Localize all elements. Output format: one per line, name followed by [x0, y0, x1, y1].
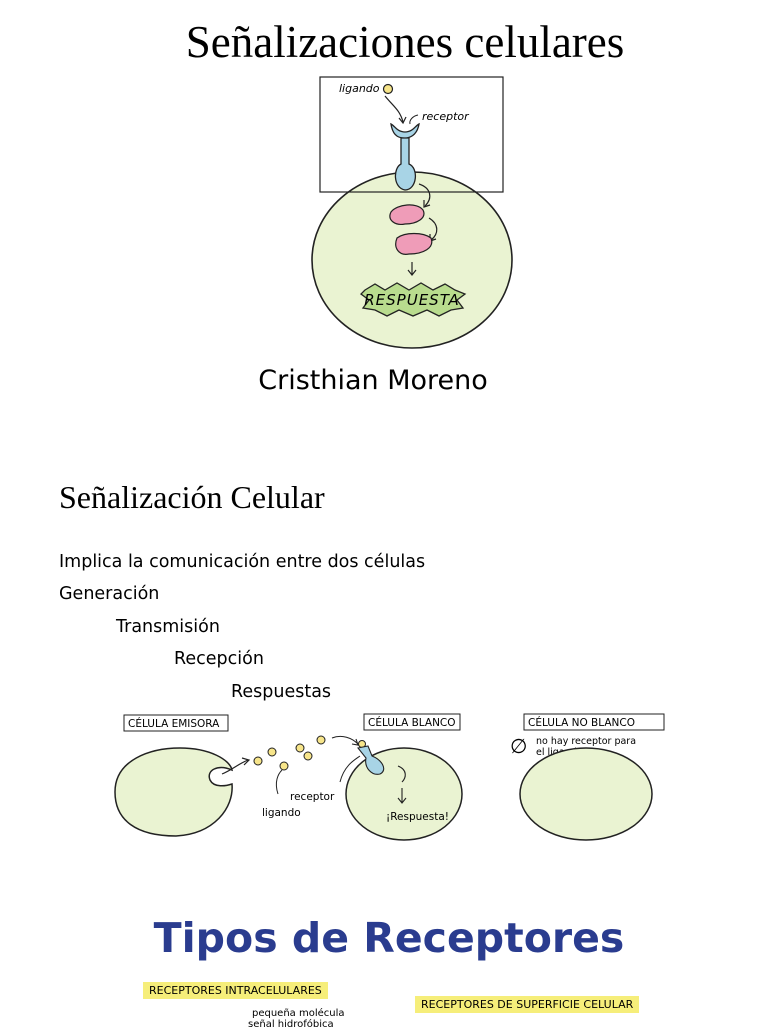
small-molecule-line-2: señal hidrofóbica: [248, 1019, 334, 1030]
ligand-dot: [267, 747, 277, 757]
intracellular-receptors-label: RECEPTORES INTRACELULARES: [143, 982, 328, 999]
protein-2: [395, 232, 433, 255]
response-label: ¡Respuesta!: [386, 811, 449, 823]
ligand-dot: [295, 743, 305, 753]
ligand-dot: [279, 761, 289, 771]
ligand-arrow: [384, 95, 404, 123]
response-arrows: [397, 765, 406, 802]
ligand-dot: [303, 751, 313, 761]
slide2-title: Señalización Celular: [59, 479, 325, 515]
bullet-3: Transmisión: [116, 617, 220, 637]
arrow-2: [428, 217, 438, 241]
ligand-label: ligando: [339, 82, 380, 95]
ligand-label-arrow: [275, 769, 283, 795]
bullet-4: Recepción: [174, 649, 264, 669]
bullet-1: Implica la comunicación entre dos célula…: [59, 552, 426, 572]
nontarget-box: [523, 713, 665, 731]
sender-box: [123, 714, 229, 732]
bullet-2: Generación: [59, 584, 160, 604]
receptor-label: receptor: [290, 791, 335, 803]
small-molecule-line-1: pequeña molécula: [252, 1008, 345, 1019]
surface-receptors-label: RECEPTORES DE SUPERFICIE CELULAR: [415, 996, 640, 1013]
nontarget-cell: [519, 747, 653, 841]
approach-arrow: [331, 735, 359, 745]
response-label: RESPUESTA: [364, 291, 460, 309]
ligand-label: ligando: [262, 807, 301, 819]
protein-1: [389, 204, 425, 225]
sender-arrow: [221, 759, 249, 775]
slide1-title: Señalizaciones celulares: [185, 17, 625, 67]
ligand-dot: [316, 735, 326, 745]
target-cell: [345, 747, 463, 841]
receptor-shape: [390, 122, 420, 191]
bullet-5: Respuestas: [231, 682, 332, 702]
sender-box-label: CÉLULA EMISORA: [128, 717, 220, 730]
cell-body: [311, 171, 513, 349]
zoom-box: [319, 76, 504, 193]
receptor-label: receptor: [422, 110, 470, 123]
ligand-dot: [382, 83, 394, 95]
cell-types-diagram: CÉLULA EMISORA ligando CÉLULA BLANCO rec…: [114, 713, 665, 841]
arrow-1: [418, 183, 431, 207]
cell-signaling-diagram: ligando receptor RESPUESTA: [311, 76, 513, 349]
target-receptor: [357, 745, 385, 775]
receptor-label-arrow: [339, 755, 361, 783]
ligand-dot: [253, 756, 263, 766]
slide3-title: Tipos de Receptores: [153, 914, 625, 962]
target-box-label: CÉLULA BLANCO: [368, 716, 456, 729]
empty-set-icon: ∅: [510, 734, 527, 758]
nontarget-box-label: CÉLULA NO BLANCO: [528, 716, 635, 729]
response-burst: [360, 282, 467, 317]
slide1-author: Cristhian Moreno: [258, 365, 488, 396]
target-box: [363, 713, 461, 731]
sender-cell: [114, 747, 234, 837]
